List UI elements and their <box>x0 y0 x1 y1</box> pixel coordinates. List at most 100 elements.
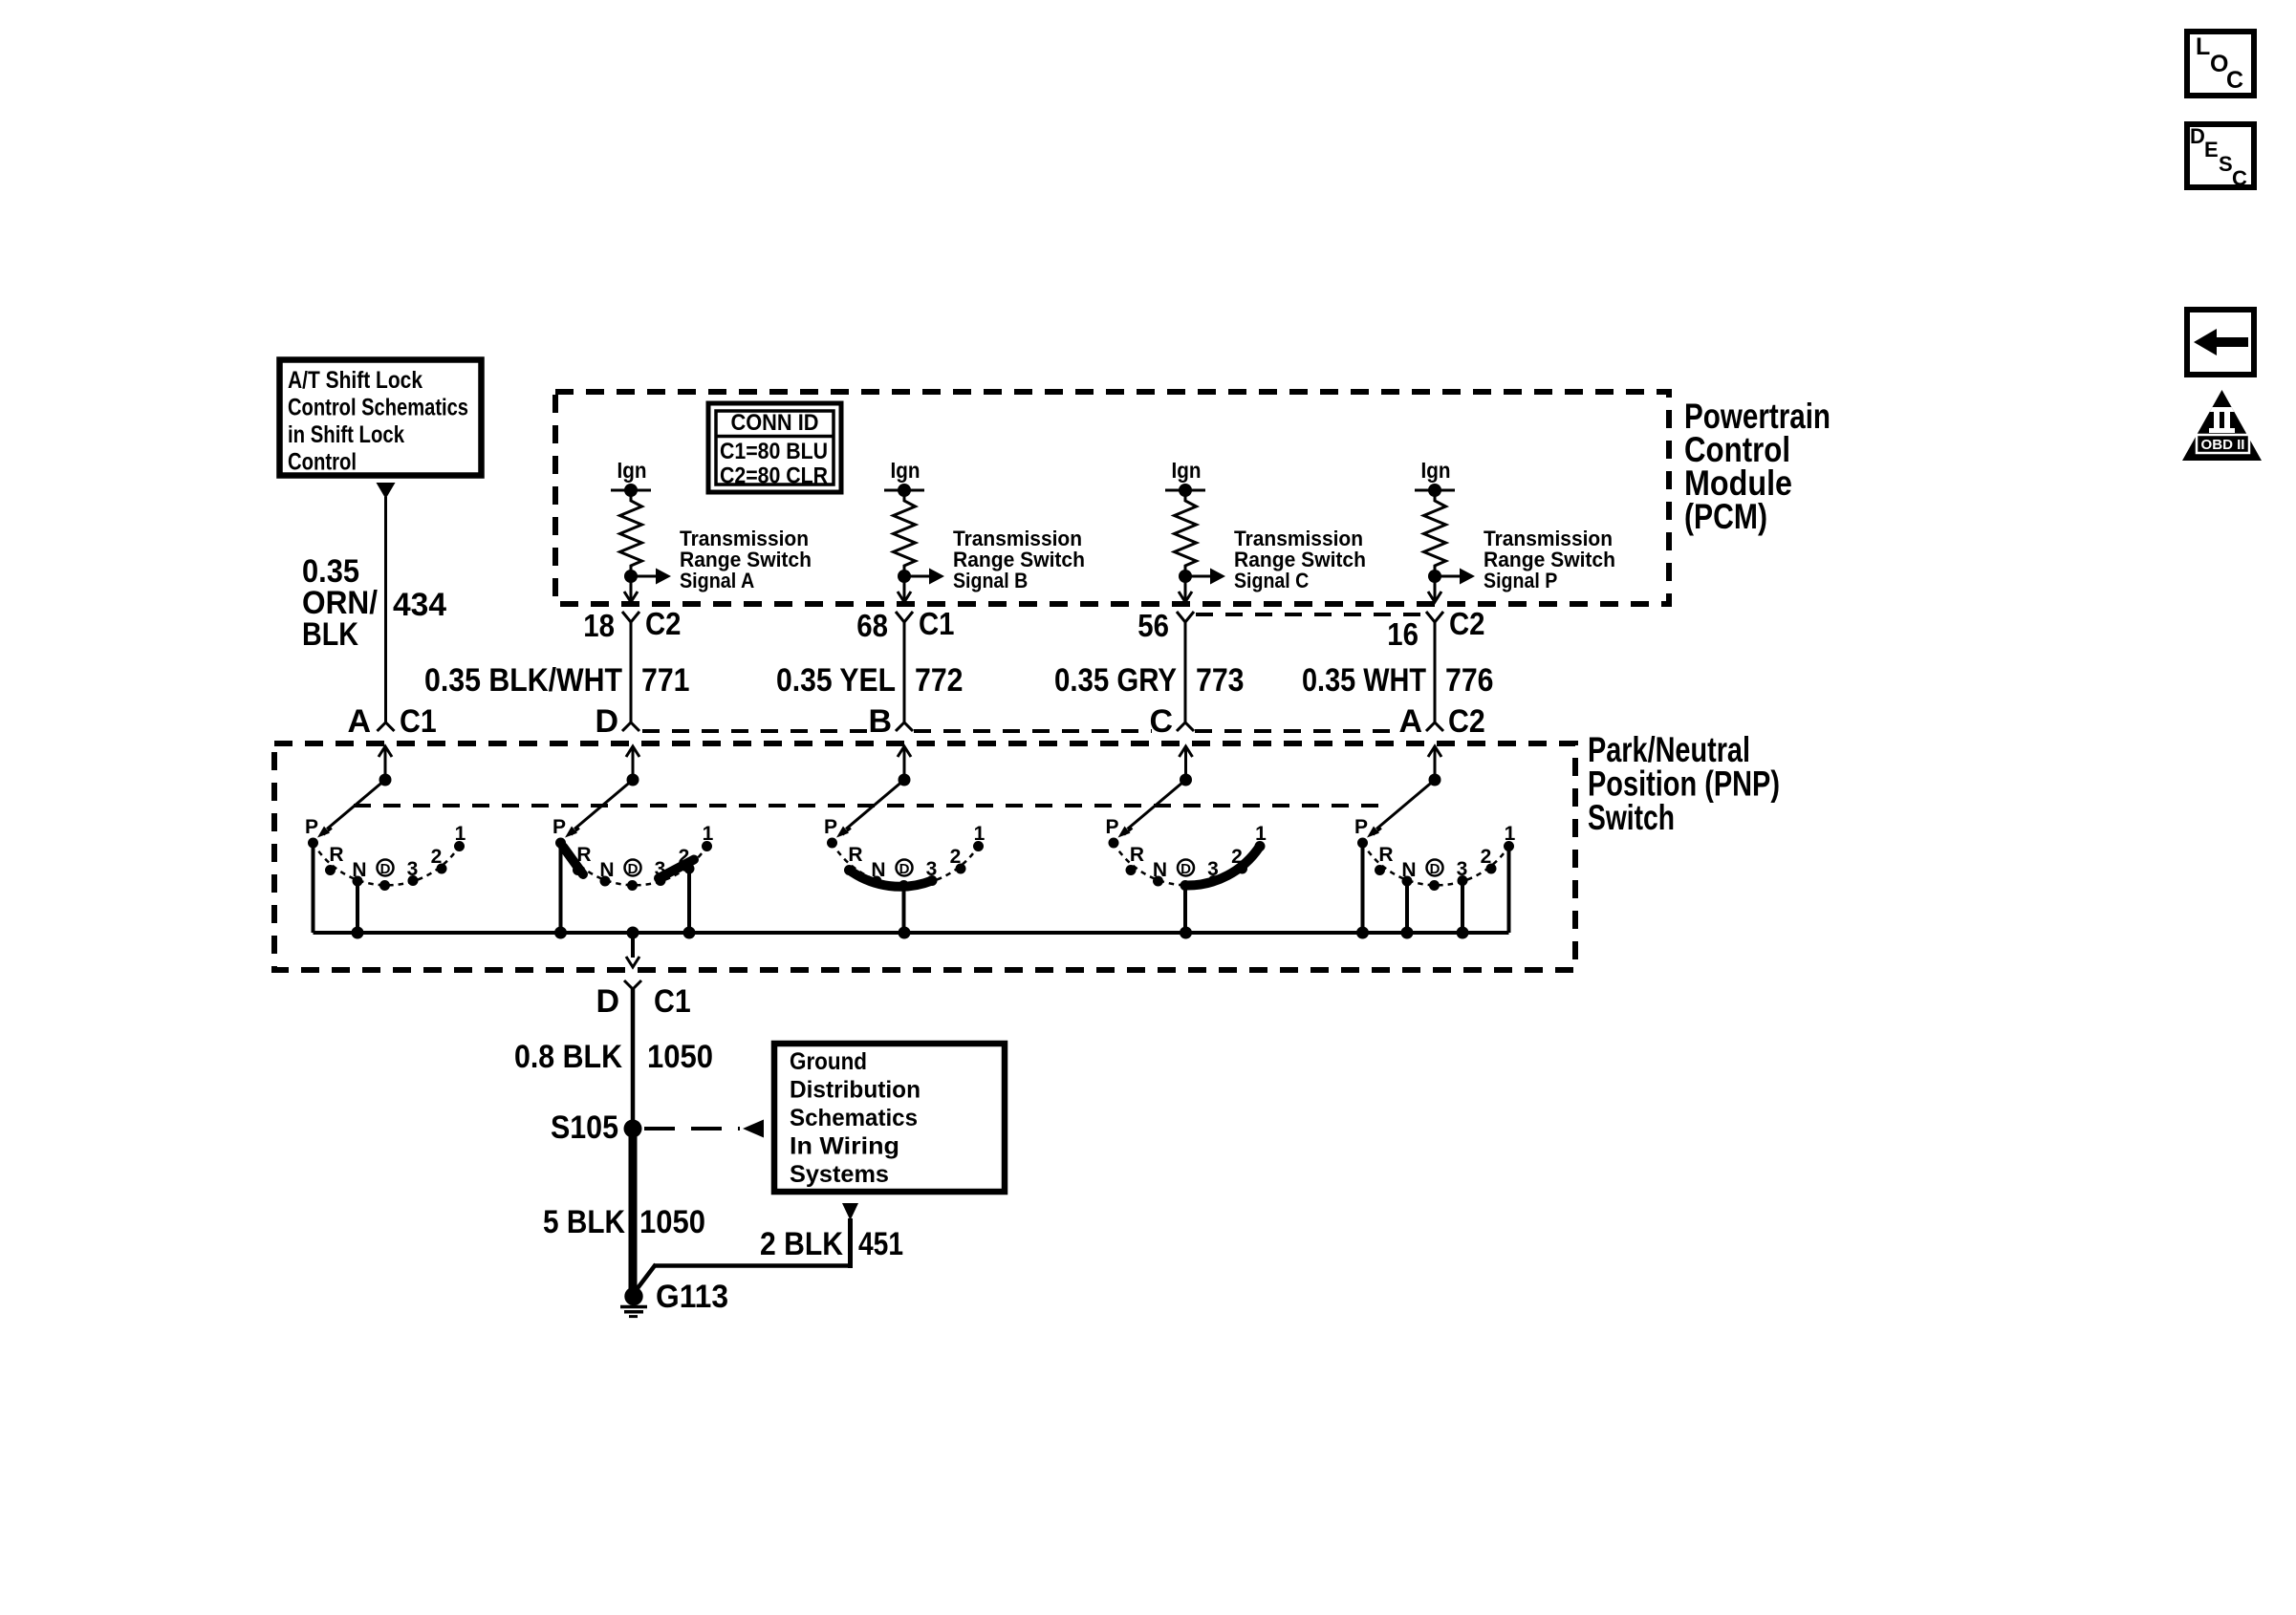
svg-text:In Wiring: In Wiring <box>790 1133 899 1160</box>
svg-text:Powertrain: Powertrain <box>1684 397 1830 436</box>
svg-text:Control: Control <box>1684 430 1790 469</box>
svg-text:ORN/: ORN/ <box>302 585 379 621</box>
svg-text:Schematics: Schematics <box>790 1105 918 1131</box>
svg-text:0.35 YEL: 0.35 YEL <box>776 662 896 699</box>
svg-text:D: D <box>628 861 639 877</box>
svg-text:Transmission: Transmission <box>953 527 1082 550</box>
svg-text:P: P <box>1105 816 1118 838</box>
svg-text:Signal P: Signal P <box>1484 569 1557 592</box>
svg-text:in Shift Lock: in Shift Lock <box>288 421 404 448</box>
svg-text:2: 2 <box>1231 846 1243 868</box>
svg-text:Control Schematics: Control Schematics <box>288 395 468 421</box>
svg-text:P: P <box>305 816 318 838</box>
svg-text:0.35: 0.35 <box>302 553 359 590</box>
svg-text:Range Switch: Range Switch <box>1234 548 1366 571</box>
svg-text:S: S <box>2219 152 2233 176</box>
svg-text:C: C <box>1149 703 1173 740</box>
svg-text:Signal B: Signal B <box>953 569 1028 592</box>
svg-text:771: 771 <box>641 662 690 699</box>
svg-text:3: 3 <box>926 858 938 880</box>
svg-text:Position (PNP): Position (PNP) <box>1588 764 1780 804</box>
svg-text:3: 3 <box>655 858 666 880</box>
svg-text:N: N <box>352 859 366 881</box>
svg-text:Transmission: Transmission <box>1234 527 1363 550</box>
svg-text:C1: C1 <box>919 606 955 641</box>
svg-text:Ign: Ign <box>1421 458 1451 483</box>
svg-text:D: D <box>595 703 618 740</box>
svg-text:2: 2 <box>431 846 443 868</box>
svg-text:Ign: Ign <box>891 458 921 483</box>
svg-text:S105: S105 <box>551 1109 618 1146</box>
svg-text:1: 1 <box>974 823 986 845</box>
svg-text:16: 16 <box>1387 616 1419 652</box>
svg-text:C1=80 BLU: C1=80 BLU <box>720 439 828 464</box>
svg-text:BLK: BLK <box>302 616 358 653</box>
svg-text:P: P <box>824 816 837 838</box>
svg-text:A/T Shift Lock: A/T Shift Lock <box>288 367 422 394</box>
svg-text:C: C <box>2226 67 2243 94</box>
svg-text:Ign: Ign <box>1172 458 1202 483</box>
svg-text:776: 776 <box>1445 662 1494 699</box>
svg-text:0.35 BLK/WHT: 0.35 BLK/WHT <box>424 662 622 699</box>
svg-text:Signal C: Signal C <box>1234 569 1309 592</box>
svg-text:2: 2 <box>679 846 690 868</box>
svg-text:Systems: Systems <box>790 1161 889 1188</box>
svg-text:Distribution: Distribution <box>790 1077 921 1104</box>
svg-text:5 BLK: 5 BLK <box>543 1204 625 1240</box>
svg-text:773: 773 <box>1196 662 1245 699</box>
svg-text:772: 772 <box>915 662 964 699</box>
svg-text:(PCM): (PCM) <box>1684 497 1767 536</box>
svg-text:N: N <box>871 859 885 881</box>
svg-text:C: C <box>2232 166 2247 190</box>
svg-text:1050: 1050 <box>639 1204 705 1240</box>
svg-text:C2: C2 <box>1449 606 1485 641</box>
svg-text:Ign: Ign <box>617 458 647 483</box>
svg-text:Ground: Ground <box>790 1048 867 1075</box>
svg-text:O: O <box>2210 51 2228 77</box>
svg-text:D: D <box>596 983 619 1020</box>
svg-text:R: R <box>329 844 343 866</box>
svg-text:D: D <box>1180 861 1191 877</box>
svg-text:2: 2 <box>1481 846 1492 868</box>
svg-text:18: 18 <box>583 608 615 643</box>
svg-text:Switch: Switch <box>1588 798 1675 837</box>
svg-text:R: R <box>1378 844 1393 866</box>
svg-text:Module: Module <box>1684 463 1792 503</box>
svg-text:1: 1 <box>455 823 466 845</box>
svg-text:D: D <box>1430 861 1440 877</box>
svg-text:0.35 WHT: 0.35 WHT <box>1302 662 1426 699</box>
svg-text:C1: C1 <box>654 983 691 1020</box>
svg-text:1: 1 <box>1505 823 1516 845</box>
svg-text:2 BLK: 2 BLK <box>760 1226 843 1262</box>
svg-text:Park/Neutral: Park/Neutral <box>1588 730 1750 769</box>
svg-text:0.8 BLK: 0.8 BLK <box>514 1039 622 1075</box>
svg-text:B: B <box>868 703 892 740</box>
svg-text:3: 3 <box>1207 858 1219 880</box>
svg-text:1: 1 <box>703 823 714 845</box>
svg-text:N: N <box>599 859 614 881</box>
svg-text:0.35 GRY: 0.35 GRY <box>1054 662 1177 699</box>
svg-text:1050: 1050 <box>647 1039 713 1075</box>
svg-text:Range Switch: Range Switch <box>1484 548 1615 571</box>
svg-text:3: 3 <box>407 858 419 880</box>
svg-text:D: D <box>899 861 910 877</box>
svg-text:Range Switch: Range Switch <box>953 548 1085 571</box>
svg-text:C2: C2 <box>645 606 682 641</box>
svg-text:Signal A: Signal A <box>680 569 754 592</box>
svg-text:N: N <box>1401 859 1416 881</box>
svg-text:Transmission: Transmission <box>1484 527 1613 550</box>
svg-text:CONN ID: CONN ID <box>731 410 819 436</box>
svg-text:3: 3 <box>1457 858 1468 880</box>
svg-text:D: D <box>380 861 391 877</box>
svg-text:Range Switch: Range Switch <box>680 548 812 571</box>
svg-text:D: D <box>2190 124 2205 148</box>
svg-text:E: E <box>2204 138 2219 162</box>
svg-text:R: R <box>1130 844 1144 866</box>
svg-text:Transmission: Transmission <box>680 527 809 550</box>
svg-text:N: N <box>1153 859 1167 881</box>
svg-text:R: R <box>848 844 862 866</box>
svg-text:OBD II: OBD II <box>2201 437 2245 453</box>
svg-text:P: P <box>1354 816 1368 838</box>
svg-text:C1: C1 <box>400 703 437 740</box>
svg-text:56: 56 <box>1137 608 1169 643</box>
